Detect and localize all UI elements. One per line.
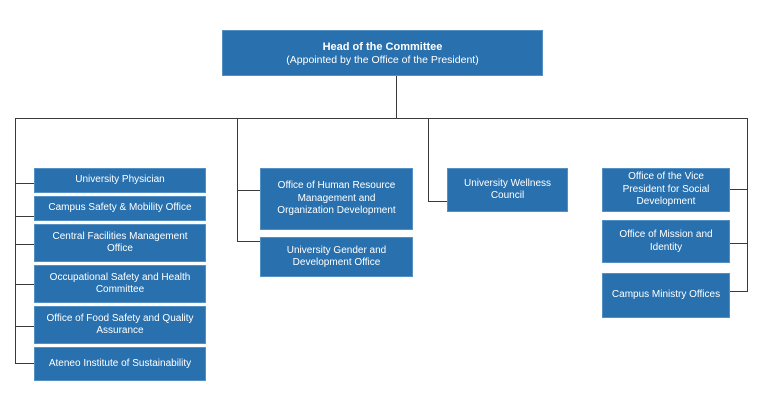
node-label: Office of Mission and Identity [619,229,713,253]
node-head-of-committee: Head of the Committee (Appointed by the … [222,30,543,76]
node-label: Office of Food Safety and Quality Assura… [46,312,194,337]
connector-left-stub-2 [15,216,34,217]
connector-right-stub-3 [730,291,747,292]
node-label: Central Facilities Management Office [52,230,188,255]
node-university-wellness-council: University Wellness Council [447,168,568,212]
node-label: University Wellness Council [463,177,552,202]
node-label: Occupational Safety and Health Committee [49,271,191,296]
root-title: Head of the Committee [322,40,443,53]
connector-right-drop [747,118,748,292]
node-university-physician: University Physician [34,168,206,193]
connector-right-stub-1 [730,189,747,190]
node-occupational-safety-health-committee: Occupational Safety and Health Committee [34,265,206,303]
connector-left-stub-5 [15,326,34,327]
node-central-facilities-management-office: Central Facilities Management Office [34,224,206,262]
node-label: University Physician [75,174,165,186]
connector-left-stub-4 [15,284,34,285]
connector-root-stem [396,76,397,118]
node-campus-safety-mobility-office: Campus Safety & Mobility Office [34,196,206,221]
connector-left-drop [15,118,16,364]
node-label: Ateneo Institute of Sustainability [48,357,192,369]
node-label: University Gender and Development Office [286,244,387,269]
node-office-vp-social-development: Office of the Vice President for Social … [602,168,730,212]
connector-right-stub-2 [730,243,747,244]
connector-centerleft-stub-1 [237,190,260,191]
connector-centerright-stub [428,201,447,202]
root-subtitle: (Appointed by the Office of the Presiden… [286,53,479,66]
node-university-gender-development-office: University Gender and Development Office [260,237,413,277]
connector-left-stub-3 [15,244,34,245]
node-office-human-resource-management-org-dev: Office of Human Resource Management and … [260,168,413,230]
connector-centerright-drop [428,118,429,202]
connector-centerleft-drop [237,118,238,242]
node-office-mission-identity: Office of Mission and Identity [602,220,730,263]
node-ateneo-institute-sustainability: Ateneo Institute of Sustainability [34,347,206,381]
connector-bus [15,118,748,119]
node-label: Campus Safety & Mobility Office [48,202,192,214]
node-label: Campus Ministry Offices [611,289,721,301]
connector-left-stub-1 [15,183,34,184]
node-office-food-safety-quality-assurance: Office of Food Safety and Quality Assura… [34,306,206,344]
node-label: Office of Human Resource Management and … [277,180,396,217]
connector-left-stub-6 [15,363,34,364]
node-label: Office of the Vice President for Social … [622,171,710,208]
node-campus-ministry-offices: Campus Ministry Offices [602,273,730,318]
connector-centerleft-stub-2 [237,241,260,242]
